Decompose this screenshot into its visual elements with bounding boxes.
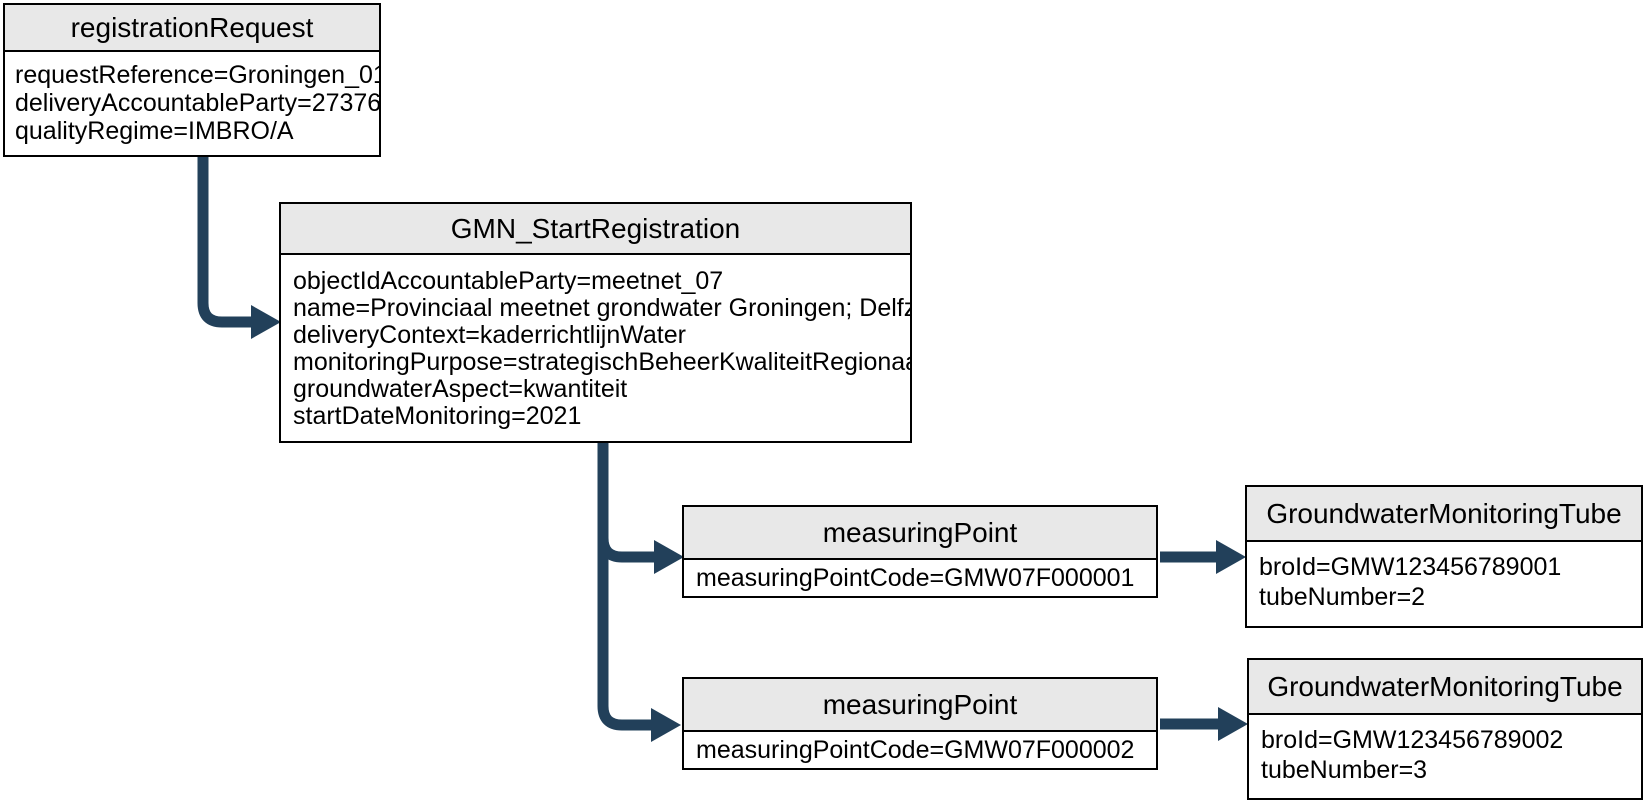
- field-groundwater-aspect: groundwaterAspect=kwantiteit: [293, 376, 628, 403]
- field-object-id-accountable-party: objectIdAccountableParty=meetnet_07: [293, 268, 724, 295]
- field-quality-regime: qualityRegime=IMBRO/A: [15, 117, 294, 145]
- node-body: measuringPointCode=GMW07F000002: [684, 732, 1156, 768]
- field-delivery-accountable-party: deliveryAccountableParty=27376655: [15, 89, 379, 117]
- node-title: measuringPoint: [684, 679, 1156, 732]
- field-delivery-context: deliveryContext=kaderrichtlijnWater: [293, 322, 686, 349]
- node-body: measuringPointCode=GMW07F000001: [684, 560, 1156, 596]
- arrowhead-icon: [1216, 540, 1246, 574]
- field-tube-number: tubeNumber=3: [1261, 756, 1428, 784]
- field-request-reference: requestReference=Groningen_01: [15, 61, 379, 89]
- arrow-gmn-to-measuringpoint-1: [597, 443, 655, 563]
- node-body: objectIdAccountableParty=meetnet_07 name…: [281, 255, 910, 441]
- field-measuring-point-code: measuringPointCode=GMW07F000001: [696, 563, 1135, 592]
- field-tube-number: tubeNumber=2: [1259, 583, 1426, 611]
- arrow-gmn-to-measuringpoint-2: [597, 443, 652, 731]
- arrowhead-icon: [654, 540, 684, 574]
- arrowhead-icon: [251, 305, 281, 339]
- node-gmn-start-registration: GMN_StartRegistration objectIdAccountabl…: [279, 202, 912, 443]
- field-bro-id: broId=GMW123456789001: [1259, 553, 1562, 581]
- node-title: GroundwaterMonitoringTube: [1249, 660, 1641, 715]
- field-measuring-point-code: measuringPointCode=GMW07F000002: [696, 735, 1135, 764]
- node-body: requestReference=Groningen_01 deliveryAc…: [5, 52, 379, 155]
- node-measuring-point-1: measuringPoint measuringPointCode=GMW07F…: [682, 505, 1158, 598]
- field-name: name=Provinciaal meetnet grondwater Gron…: [293, 295, 910, 322]
- node-title: registrationRequest: [5, 5, 379, 52]
- field-monitoring-purpose: monitoringPurpose=strategischBeheerKwali…: [293, 349, 910, 376]
- node-body: broId=GMW123456789001 tubeNumber=2: [1247, 542, 1641, 626]
- arrow-registration-to-gmn: [197, 157, 252, 328]
- node-measuring-point-2: measuringPoint measuringPointCode=GMW07F…: [682, 677, 1158, 770]
- node-title: GMN_StartRegistration: [281, 204, 910, 255]
- node-groundwater-monitoring-tube-2: GroundwaterMonitoringTube broId=GMW12345…: [1247, 658, 1643, 800]
- field-bro-id: broId=GMW123456789002: [1261, 726, 1564, 754]
- node-registration-request: registrationRequest requestReference=Gro…: [3, 3, 381, 157]
- arrowhead-icon: [651, 708, 681, 742]
- field-start-date-monitoring: startDateMonitoring=2021: [293, 403, 582, 430]
- node-title: measuringPoint: [684, 507, 1156, 560]
- node-title: GroundwaterMonitoringTube: [1247, 487, 1641, 542]
- node-groundwater-monitoring-tube-1: GroundwaterMonitoringTube broId=GMW12345…: [1245, 485, 1643, 628]
- arrowhead-icon: [1218, 707, 1248, 741]
- node-body: broId=GMW123456789002 tubeNumber=3: [1249, 715, 1641, 798]
